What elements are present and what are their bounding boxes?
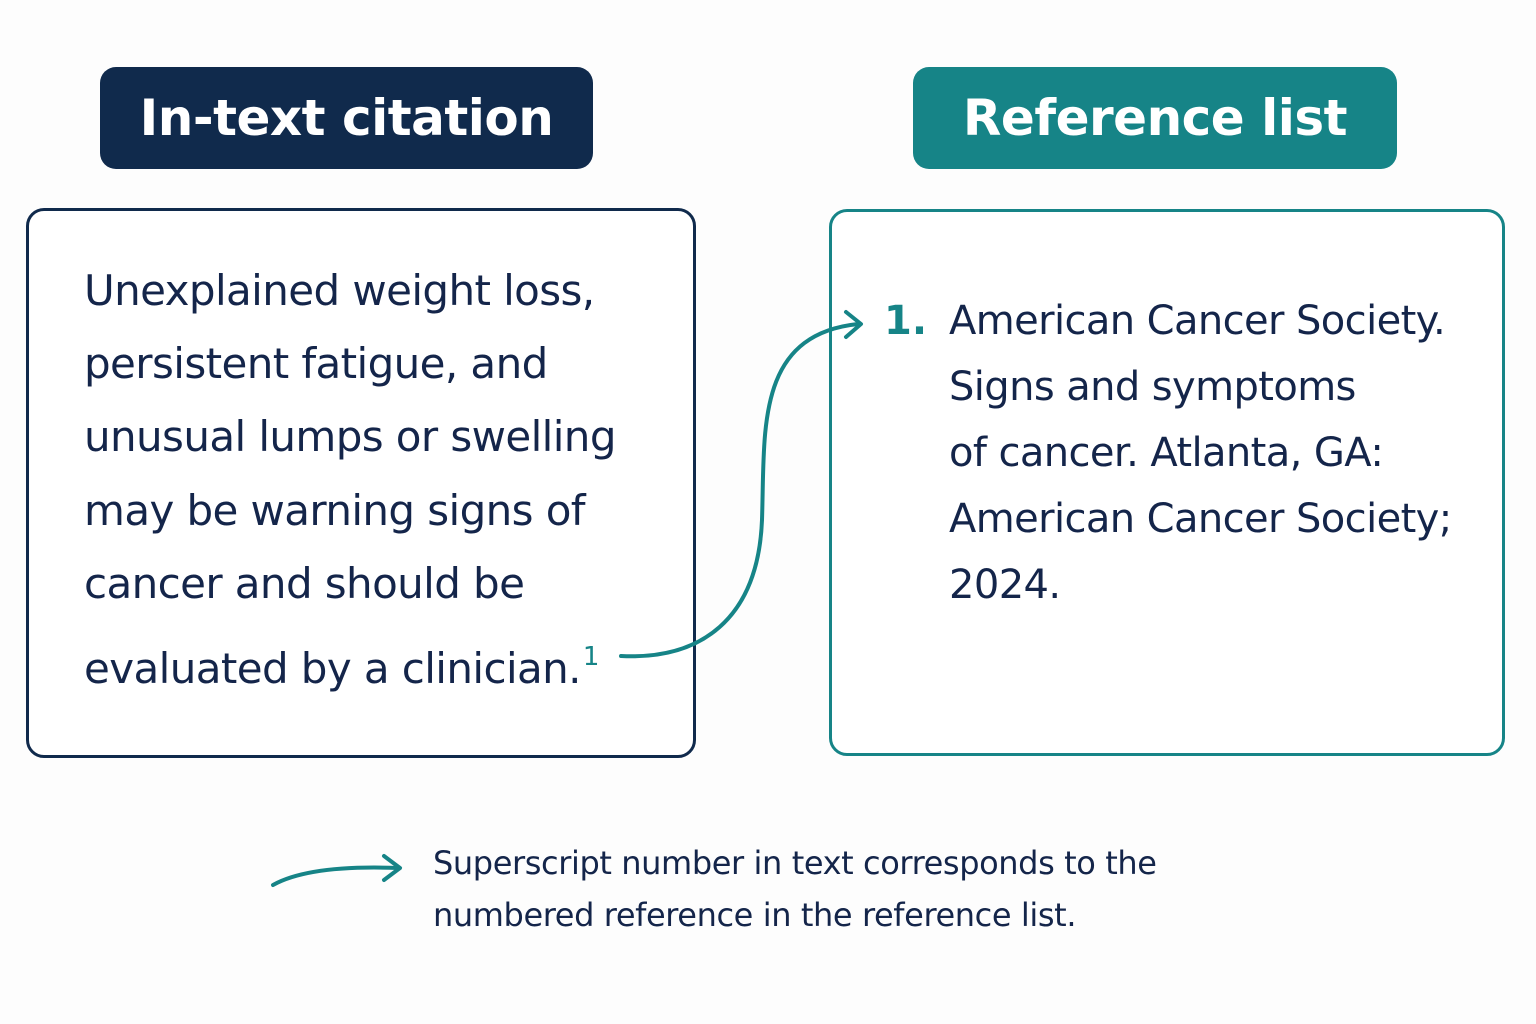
citation-text-last-line: evaluated by a clinician. (84, 644, 582, 693)
in-text-citation-box (26, 208, 696, 758)
reference-list-header: Reference list (913, 67, 1397, 169)
in-text-citation-header: In-text citation (100, 67, 593, 169)
citation-text-line-4: may be warning signs of (84, 486, 586, 535)
citation-text-line-2: persistent fatigue, and (84, 339, 548, 388)
citation-text-line-3: unusual lumps or swelling (84, 412, 616, 461)
reference-list-header-label: Reference list (962, 89, 1348, 147)
citation-text-line-6: evaluated by a clinician.1 (84, 632, 599, 694)
reference-line-3: of cancer. Atlanta, GA: (949, 430, 1384, 476)
reference-line-4: American Cancer Society; (949, 496, 1452, 542)
legend-line-2: numbered reference in the reference list… (433, 896, 1077, 934)
reference-line-1: American Cancer Society. (949, 298, 1446, 344)
in-text-citation-header-label: In-text citation (139, 89, 554, 147)
reference-list-box (829, 209, 1505, 756)
reference-number: 1. (884, 298, 928, 344)
legend-line-1: Superscript number in text corresponds t… (433, 844, 1157, 882)
citation-text-line-5: cancer and should be (84, 559, 525, 608)
citation-text-line-1: Unexplained weight loss, (84, 266, 595, 315)
arrow-icon (271, 854, 402, 887)
reference-line-2: Signs and symptoms (949, 364, 1356, 410)
reference-line-5: 2024. (949, 562, 1061, 608)
citation-superscript: 1 (582, 642, 600, 672)
